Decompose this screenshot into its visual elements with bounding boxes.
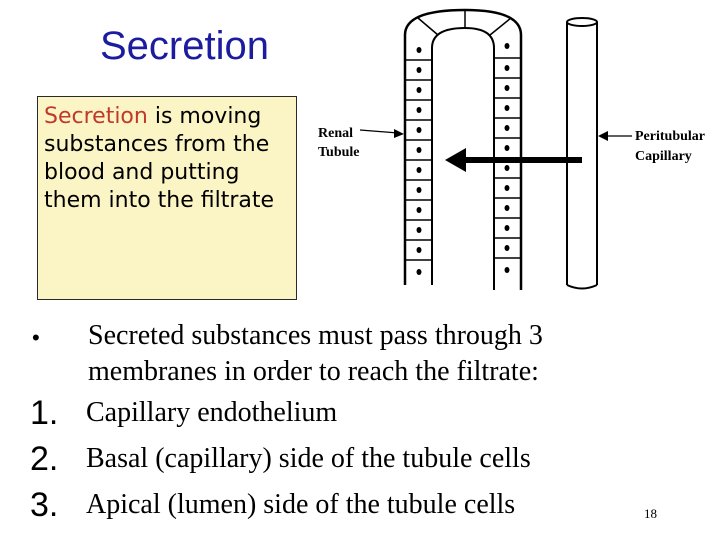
renal-tubule-label-line1: Renal [318,126,353,141]
number-marker: 3. [30,486,59,524]
tubule-top-cells [417,10,512,36]
left-cell-nuclei [416,47,422,275]
right-cell-nuclei [504,43,510,273]
page-number: 18 [644,506,657,521]
numbered-text: Apical (lumen) side of the tubule cells [86,489,516,520]
slide-title: Secretion [100,24,269,68]
numbered-item: 3. Apical (lumen) side of the tubule cel… [30,482,650,528]
number-marker: 2. [30,440,59,478]
bullet-marker: • [32,325,40,350]
renal-tubule-diagram: Renal Tubule Peritubular Capillary [318,8,705,290]
bullet-list: • Secreted substances must pass through … [30,318,650,528]
numbered-text: Capillary endothelium [86,397,338,428]
bullet-item: • Secreted substances must pass through … [30,318,650,390]
left-cell-column [405,59,432,261]
number-marker: 1. [30,394,59,432]
definition-text: is moving substances from the blood and … [44,104,275,213]
peritubular-label-line2: Capillary [635,149,692,164]
numbered-item: 1. Capillary endothelium [30,390,650,436]
definition-box: Secretion is moving substances from the … [37,96,297,300]
secretion-arrow [445,148,582,172]
peritubular-label-line1: Peritubular [635,129,705,144]
peritubular-pointer [598,131,632,141]
numbered-item: 2. Basal (capillary) side of the tubule … [30,436,650,482]
peritubular-capillary [566,17,598,290]
bullet-text: Secreted substances must pass through 3 … [88,320,543,387]
definition-keyword: Secretion [44,104,148,129]
renal-tubule-label-line2: Tubule [318,145,360,160]
numbered-text: Basal (capillary) side of the tubule cel… [86,443,531,474]
renal-tubule-pointer [359,129,404,138]
